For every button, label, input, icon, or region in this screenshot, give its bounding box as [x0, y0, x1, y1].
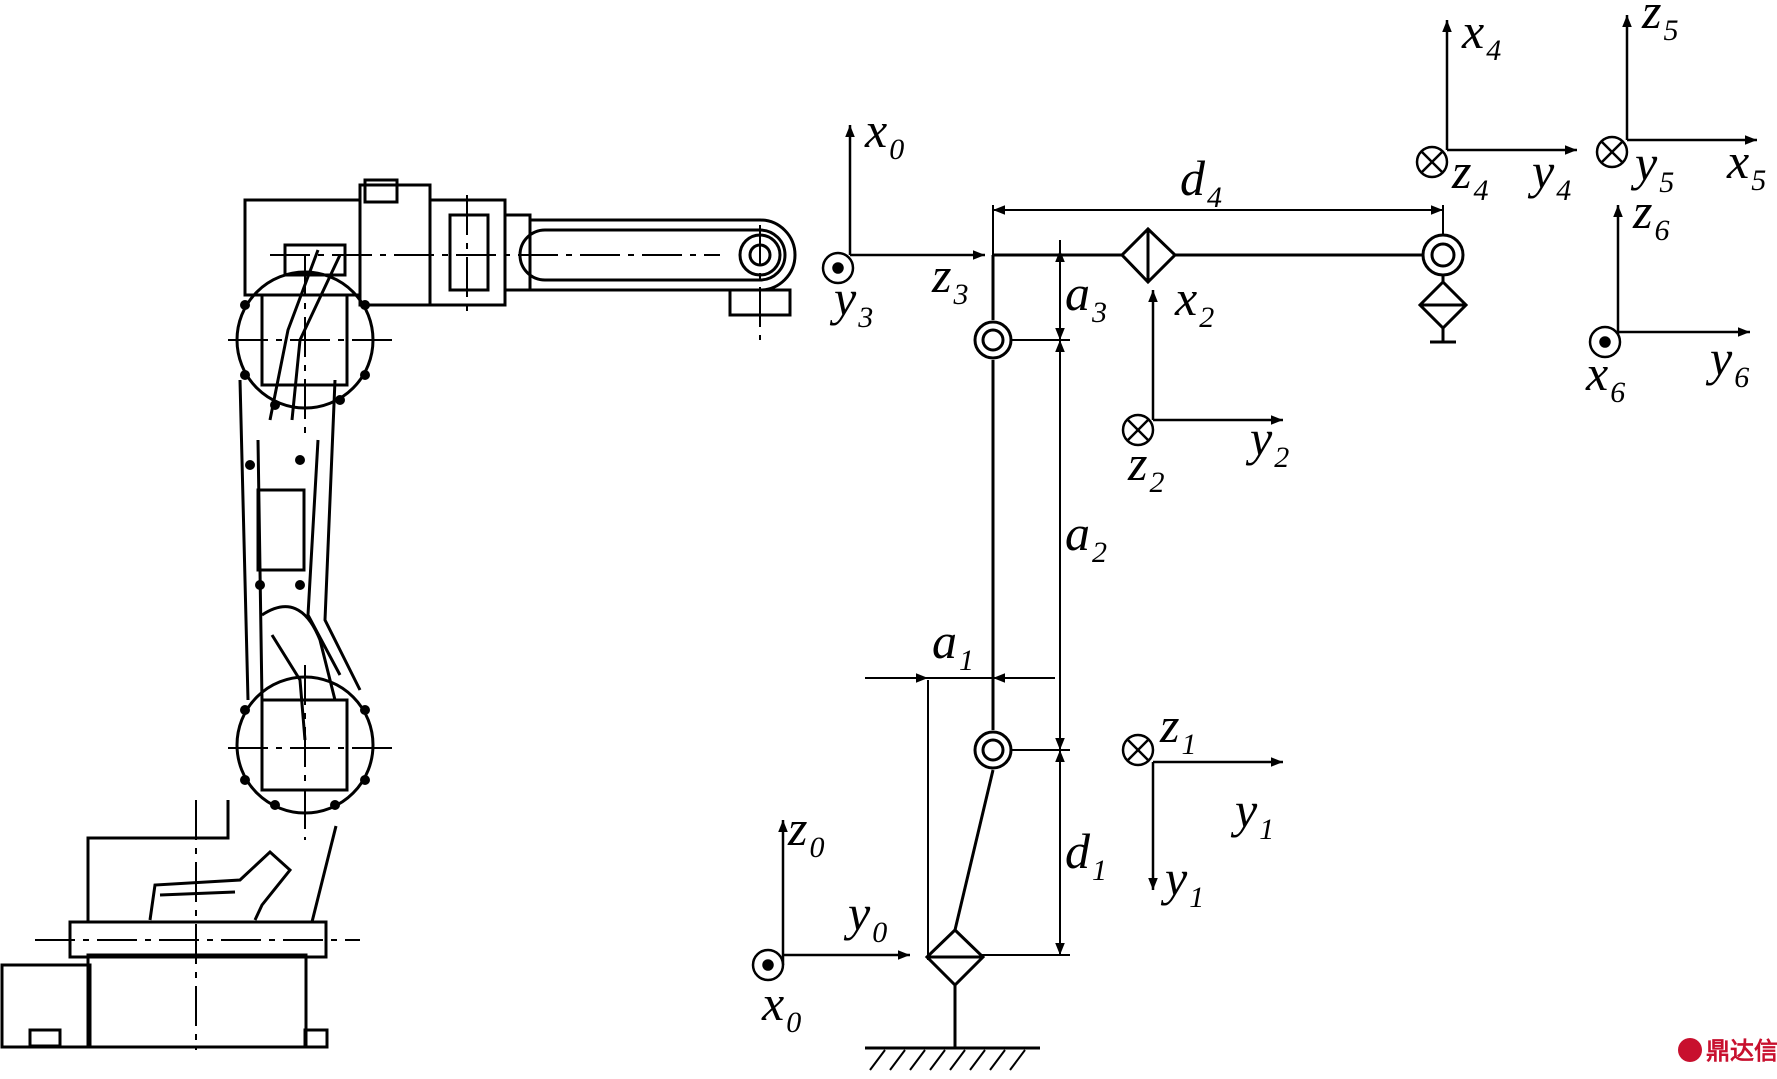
label-z4: z4 [1451, 143, 1488, 207]
dot-in-circle-icon [821, 251, 855, 285]
label-a1: a1 [932, 613, 974, 677]
cross-in-circle-icon [1415, 145, 1449, 179]
watermark: 鼎达信 [1678, 1037, 1777, 1065]
label-z3: z3 [931, 247, 968, 311]
label-y1-vertical: y1 [1160, 850, 1204, 914]
label-z0: z0 [787, 800, 824, 864]
coordinate-axes [778, 15, 1757, 965]
label-y6: y6 [1705, 330, 1749, 394]
cross-in-circle-icon [1121, 733, 1155, 767]
label-y0: y0 [843, 885, 887, 949]
watermark-text: 鼎达信 [1706, 1037, 1777, 1065]
wrist-link [530, 218, 797, 292]
joints [924, 226, 1469, 988]
label-a3: a3 [1065, 265, 1107, 329]
label-x2: x2 [1174, 270, 1214, 334]
label-x0-bottom: x0 [761, 975, 801, 1039]
label-a2: a2 [1065, 505, 1107, 569]
cross-in-circle-icon [1121, 413, 1155, 447]
robot-arm-drawing [0, 178, 797, 1050]
label-y3: y3 [829, 270, 873, 334]
label-y5: y5 [1630, 135, 1674, 199]
label-z1: z1 [1159, 697, 1196, 761]
bolt-dots [240, 300, 370, 810]
label-z6: z6 [1632, 183, 1669, 247]
dot-in-circle-icon [751, 948, 785, 982]
label-z5: z5 [1641, 0, 1678, 47]
dimension-arrows [865, 205, 1443, 955]
label-z2: z2 [1127, 435, 1164, 499]
prismatic-joint-3 [1119, 226, 1178, 285]
label-x0-top: x0 [864, 102, 904, 166]
watermark-logo-icon [1678, 1038, 1702, 1062]
revolute-joint-2 [973, 320, 1013, 360]
dot-in-circle-icon [1588, 325, 1622, 359]
base-left-block [0, 963, 92, 1049]
label-y1-horizontal: y1 [1230, 782, 1274, 846]
label-d4: d4 [1180, 150, 1222, 214]
prismatic-joint-base [924, 927, 986, 988]
cross-in-circle-icon [1595, 135, 1629, 169]
axis-direction-symbols [751, 135, 1629, 982]
forearm-housing [243, 198, 362, 297]
prismatic-joint-5 [1417, 279, 1469, 344]
revolute-joint-4 [1421, 233, 1465, 277]
label-y4: y4 [1527, 143, 1571, 207]
label-x6: x6 [1585, 345, 1625, 409]
axis-labels: x0 y3 z3 d4 a3 x2 y2 z2 a2 a1 z1 y1 y1 d… [761, 0, 1766, 1039]
revolute-joint-1 [973, 730, 1013, 770]
label-x5: x5 [1726, 133, 1766, 197]
label-d1: d1 [1065, 823, 1107, 887]
label-y2: y2 [1245, 410, 1289, 474]
label-x4: x4 [1461, 3, 1501, 67]
link-1 [953, 769, 995, 931]
